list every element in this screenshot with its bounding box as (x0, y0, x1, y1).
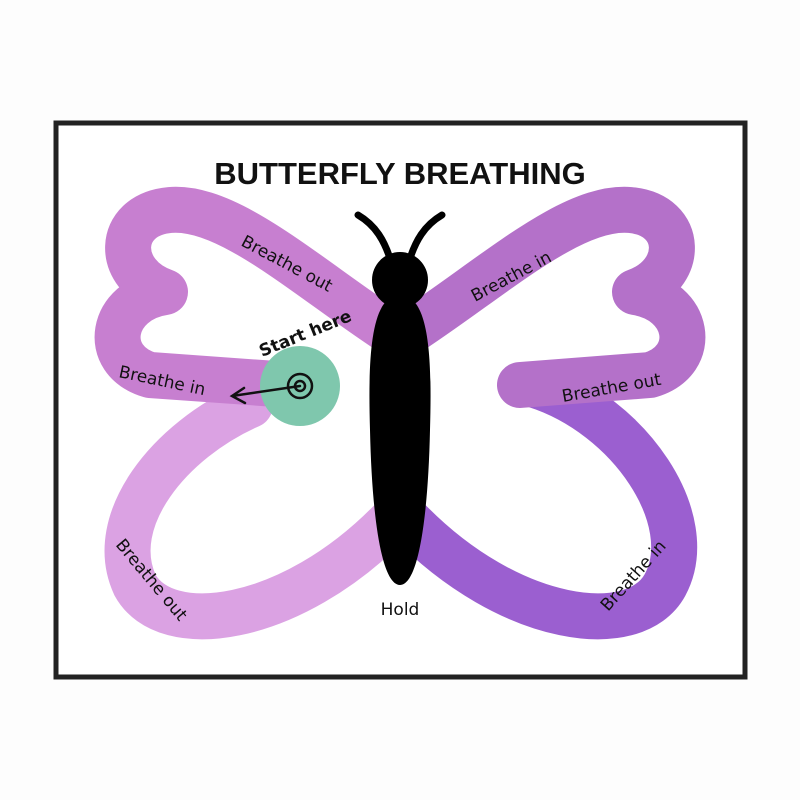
butterfly-body (369, 295, 431, 585)
target-icon (286, 372, 314, 400)
arrow-left-icon (229, 384, 302, 405)
label-hold: Hold (381, 600, 420, 620)
upper-left-wing (94, 186, 418, 408)
upper-right-wing (382, 186, 706, 408)
lower-left-wing (104, 382, 415, 640)
poster-title: BUTTERFLY BREATHING (214, 156, 585, 191)
butterfly-head (372, 252, 428, 308)
lower-right-wing (385, 362, 698, 640)
